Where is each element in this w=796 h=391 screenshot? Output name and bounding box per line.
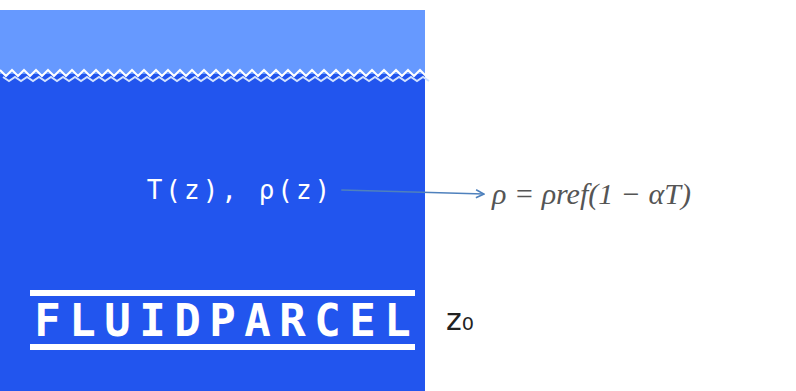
arrow-connector xyxy=(341,190,484,194)
wave-line xyxy=(0,70,426,76)
variable-text: T(z), ρ(z) xyxy=(147,175,334,205)
logo-text: FLUIDPARCEL xyxy=(30,295,419,346)
text-node: ρ = ρref(1 − αT) xyxy=(486,173,697,215)
wave-line xyxy=(3,77,429,81)
sky-band xyxy=(0,10,425,80)
water-body xyxy=(0,74,425,391)
text-node: T(z), ρ(z) xyxy=(141,171,340,209)
depth-label: z₀ xyxy=(446,302,474,337)
formula-text: ρ = ρref(1 − αT) xyxy=(492,177,691,211)
